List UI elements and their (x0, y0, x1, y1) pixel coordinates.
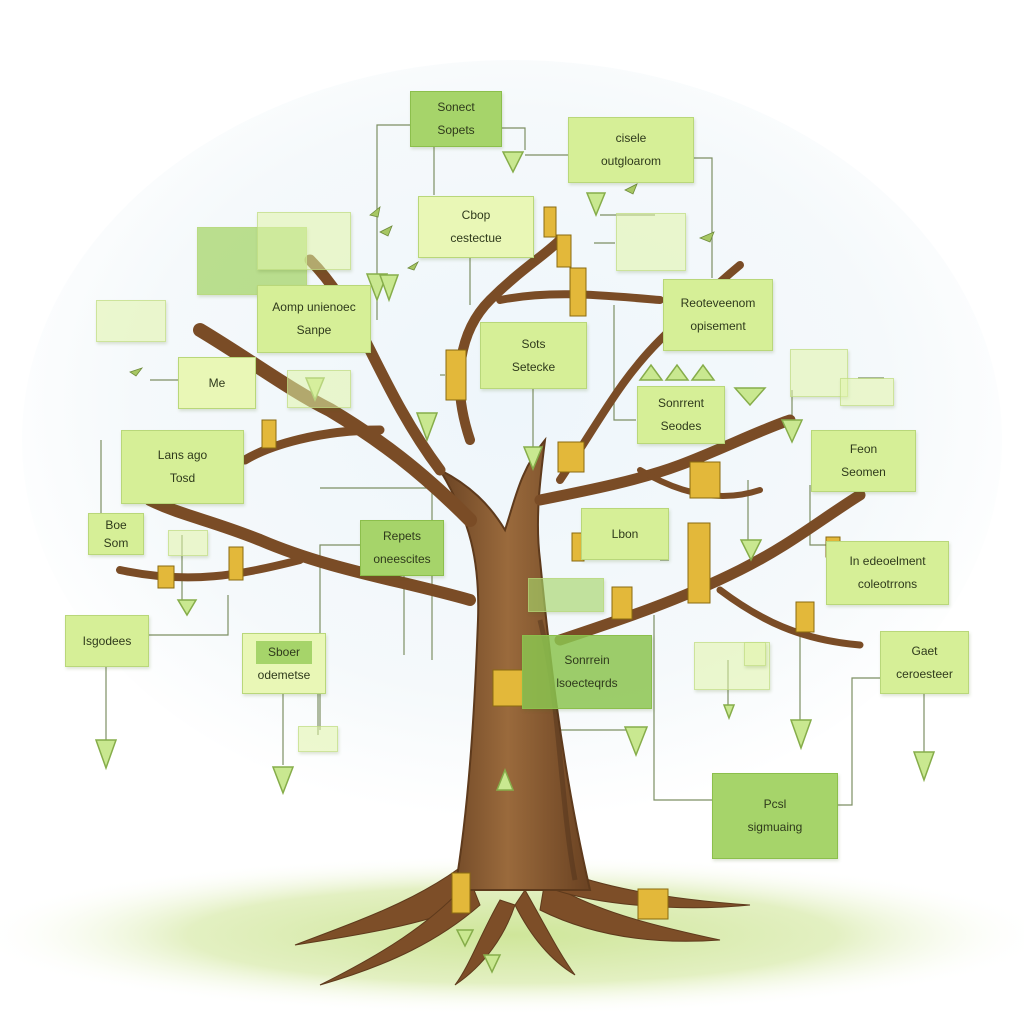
node-label: opisement (690, 319, 746, 333)
node-label: oneescites (373, 552, 431, 566)
node-label: Me (208, 375, 226, 390)
node-label: Pcsl (763, 797, 787, 812)
node-right-upper: Reoteveenom opisement (663, 279, 773, 351)
node-label: In edeoelment (849, 554, 926, 569)
node-label: Tosd (169, 471, 196, 485)
node-label: Reoteveenom (680, 296, 756, 311)
ghost-box-right-upper (790, 349, 848, 397)
node-left-small: Boe Som (88, 513, 144, 555)
node-upper-center: Cbop cestectue (418, 196, 534, 258)
node-right-lower: In edeoelment coleotrrons (826, 541, 949, 605)
node-lower-left: Sboer odemetse (242, 633, 326, 694)
ghost-box-left-mid (287, 370, 351, 408)
book-icons (157, 206, 841, 920)
node-top-center: Sonect Sopets (410, 91, 502, 147)
arrow-heads (94, 151, 936, 974)
ghost-box-right-upper-2 (840, 378, 894, 406)
node-label: Setecke (511, 359, 556, 374)
ground-grass (0, 855, 1024, 1015)
ghost-box-upper-left-2 (257, 212, 351, 270)
leaf-sprigs (129, 183, 715, 377)
node-right-bottom: Gaet ceroesteer (880, 631, 969, 694)
node-label: Lbon (611, 526, 639, 541)
node-label: cestectue (450, 231, 502, 245)
node-center: Sots Setecke (480, 322, 587, 389)
node-label: Seodes (660, 419, 702, 433)
node-label: Feon (849, 442, 878, 457)
node-label: cisele (615, 131, 647, 146)
node-label: Sanpe (296, 323, 332, 337)
node-label: Boe (105, 518, 127, 532)
node-label: Repets (382, 529, 422, 544)
node-bottom-right: Pcsl sigmuaing (712, 773, 838, 859)
node-top-right: cisele outgloarom (568, 117, 694, 183)
node-label: Som (103, 536, 129, 550)
node-label: Gaet (911, 643, 938, 658)
node-label: Isgodees (82, 633, 132, 648)
node-label: odemetse (257, 667, 311, 682)
node-label: coleotrrons (857, 577, 918, 591)
node-label: Sopets (437, 123, 475, 137)
node-label: Aomp unienoec (272, 300, 356, 315)
node-right-mid: Sonrrent Seodes (637, 386, 725, 444)
node-label: lsoecteqrds (556, 676, 618, 690)
node-upper-left: Aomp unienoec Sanpe (257, 285, 371, 353)
node-label: ceroesteer (896, 666, 953, 681)
node-trunk-box: Sonrrein lsoecteqrds (522, 635, 652, 709)
node-label: Sonrrent (657, 396, 705, 411)
node-label: Sots (521, 336, 546, 351)
node-label: Sonrrein (564, 653, 610, 668)
ghost-box-right-mini (744, 642, 766, 666)
node-ghost-left: Me (178, 357, 256, 409)
ghost-box-center-lower (528, 578, 604, 612)
node-left-mid: Lans ago Tosd (121, 430, 244, 504)
node-lower-left-far: Isgodees (65, 615, 149, 667)
node-center-small: Lbon (581, 508, 669, 560)
node-label: Cbop (461, 208, 491, 223)
node-label: Seomen (841, 465, 886, 479)
node-label: outgloarom (600, 154, 662, 168)
node-label: Sboer (255, 640, 313, 664)
node-right-far: Feon Seomen (811, 430, 916, 492)
ghost-box-left-small (168, 530, 208, 556)
ghost-box-left-leaf (96, 300, 166, 342)
ghost-box-bottom-left (298, 726, 338, 752)
node-mid-left: Repets oneescites (360, 520, 444, 576)
node-label: sigmuaing (747, 820, 803, 834)
node-label: Sonect (437, 100, 475, 115)
node-label: Lans ago (157, 448, 208, 463)
ghost-box-center-right (616, 213, 686, 271)
